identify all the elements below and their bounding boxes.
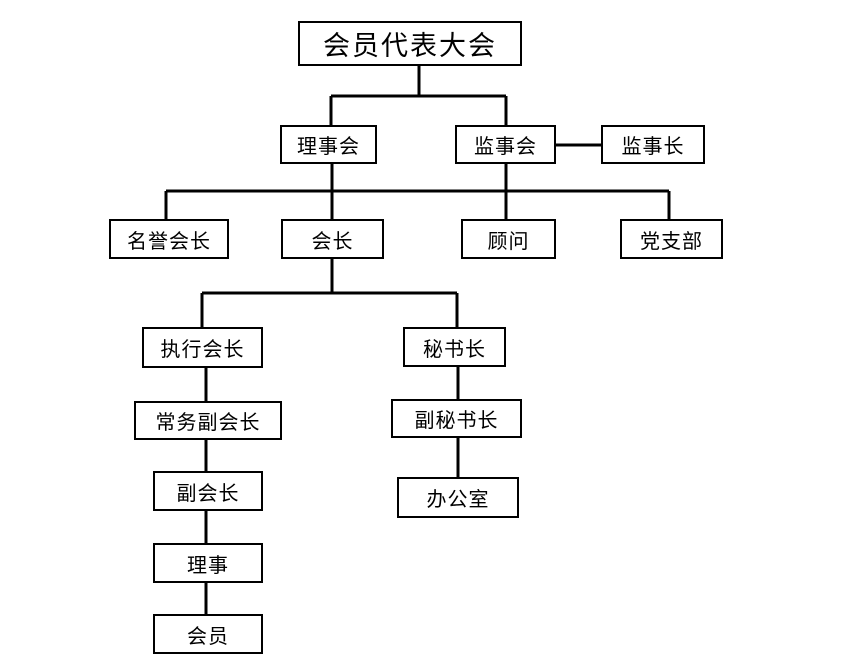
node-vice-president: 副会长 (153, 471, 263, 511)
node-deputy-secretary-general: 副秘书长 (391, 399, 522, 438)
node-chief-supervisor: 监事长 (601, 125, 705, 164)
node-executive-president: 执行会长 (142, 327, 263, 368)
node-assembly: 会员代表大会 (298, 21, 522, 66)
node-supervisory-board: 监事会 (455, 125, 556, 164)
node-party-branch: 党支部 (620, 219, 723, 259)
node-council: 理事会 (280, 125, 377, 164)
node-president: 会长 (281, 219, 384, 259)
node-honorary-president: 名誉会长 (109, 219, 229, 259)
node-secretary-general: 秘书长 (403, 327, 506, 367)
node-director: 理事 (153, 543, 263, 583)
node-advisor: 顾问 (461, 219, 556, 259)
node-standing-vice-president: 常务副会长 (134, 401, 282, 440)
node-office: 办公室 (397, 477, 519, 518)
node-member: 会员 (153, 614, 263, 654)
